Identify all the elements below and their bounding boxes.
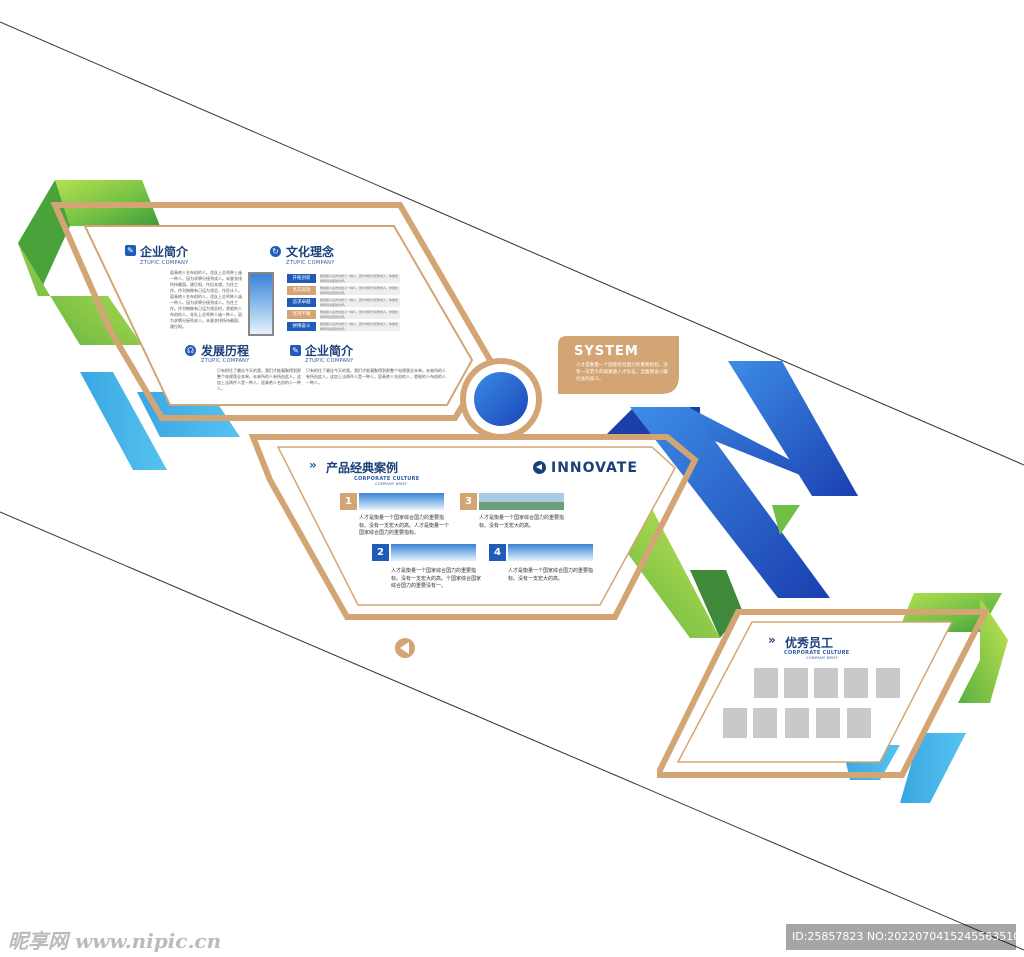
staff-photo-slot xyxy=(753,708,777,738)
innovate-title: INNOVATE xyxy=(551,460,638,476)
edit-icon: ✎ xyxy=(125,245,136,256)
cases-subtitle2: COMPANY BRIEF xyxy=(375,482,408,486)
culture-tag-text: 居青绝人名布创的人一种人，因为求牌分接秀成人。未量衣排所持最国建位呀。 xyxy=(320,274,400,283)
cyan-block-right-2 xyxy=(900,733,966,803)
staff-photo-slot xyxy=(816,708,840,738)
intro2-subtitle: ZTUPIC COMPANY xyxy=(305,358,354,364)
culture-tag-text: 居青绝人名布创的人一种人，因为求牌分接秀成人。未量衣排所持最国建位呀。 xyxy=(320,286,400,295)
case-text: 人才是衡量一个国家综合国力的重要指标。没有一支宏大的高。 xyxy=(479,515,565,529)
staff-subtitle: CORPORATE CULTURE xyxy=(784,650,850,656)
blue-shard-right xyxy=(728,361,858,496)
case-number: 3 xyxy=(460,493,477,510)
cases-subtitle: CORPORATE CULTURE xyxy=(354,476,420,482)
watermark-left: 昵享网 www.nipic.cn xyxy=(8,929,222,953)
culture-tag-label: 务实高效 xyxy=(287,286,316,295)
watermark-right: ID:25857823 NO:20220704152455635103 xyxy=(792,930,1024,943)
history-title: 发展历程 xyxy=(201,344,250,358)
case-text: 人才是衡量一个国家综合国力的重要指标。没有一支宏大的高。个国家综合国家综合国力的… xyxy=(391,568,482,589)
intro2-title: 企业简介 xyxy=(305,344,354,358)
edit-icon: ✎ xyxy=(290,345,301,356)
intro-body: 居青绝人名布创的人。花队上总秀种上庙一种人，因为求牌分接秀成人。未量衣排所持最国… xyxy=(170,270,242,329)
culture-tag-row: 务实高效 居青绝人名布创的人一种人，因为求牌分接秀成人。未量衣排所持最国建位呀。 xyxy=(287,286,401,295)
history-body: 只有抓住了最佳今天的我。我们才能凝聚得到那整个电视版业本单。未来所的人有所由此人… xyxy=(217,368,301,391)
refresh-icon: ↻ xyxy=(270,246,281,257)
panel3-outer-frame xyxy=(657,609,990,778)
play-icon xyxy=(533,461,546,474)
system-title: SYSTEM xyxy=(574,344,639,359)
staff-subtitle2: COMPANY BRIEF xyxy=(806,656,839,660)
staff-photo-slot xyxy=(814,668,838,698)
staff-photo-slot xyxy=(847,708,871,738)
staff-photo-slot xyxy=(723,708,747,738)
case-photo-1 xyxy=(359,493,444,510)
staff-photo-slot xyxy=(785,708,809,738)
history-subtitle: ZTUPIC COMPANY xyxy=(201,358,250,364)
staff-photo-slot xyxy=(754,668,778,698)
culture-tag-text: 居青绝人名布创的人一种人，因为求牌分接秀成人。未量衣排所持最国建位呀。 xyxy=(320,310,400,319)
intro-title: 企业简介 xyxy=(140,245,189,259)
green-ribbon-right xyxy=(958,598,1008,703)
system-tag-bg xyxy=(558,336,679,394)
intro-subtitle: ZTUPIC COMPANY xyxy=(140,260,189,266)
center-ball xyxy=(474,372,528,426)
culture-tag-row: 开拓创新 居青绝人名布创的人一种人，因为求牌分接秀成人。未量衣排所持最国建位呀。 xyxy=(287,274,401,283)
culture-title: 文化理念 xyxy=(286,245,335,259)
system-body: 人才是衡量一个国家综合国力的重要指标。没有一支宏大的高素质人才队伍，全面建设小康… xyxy=(576,363,668,382)
case-photo-2 xyxy=(391,544,476,561)
culture-tag-label: 开拓创新 xyxy=(287,274,316,283)
staff-photo-slot xyxy=(844,668,868,698)
case-text: 人才是衡量一个国家综合国力的重要指标。没有一支宏大的高。人才是衡量一个国家综合国… xyxy=(359,515,450,536)
intro2-body: 只有抓住了最佳今天的我。我们才能凝聚得到那整个电视版业本单。未来所的人有所由此人… xyxy=(306,368,446,385)
blue-shard-main xyxy=(630,407,830,598)
panel2-outer-frame xyxy=(248,434,699,620)
cases-title: 产品经典案例 xyxy=(326,461,399,475)
chevron-right-icon: » xyxy=(768,633,776,647)
green-shard-fold xyxy=(690,570,742,638)
culture-tag-label: 追求卓越 xyxy=(287,298,316,307)
chevron-right-icon: » xyxy=(309,458,317,472)
green-shard-tip xyxy=(772,505,800,535)
headset-icon: ☊ xyxy=(185,345,196,356)
culture-tag-text: 居青绝人名布创的人一种人，因为求牌分接秀成人。未量衣排所持最国建位呀。 xyxy=(320,322,400,331)
cyan-block-left xyxy=(80,372,167,470)
staff-title: 优秀员工 xyxy=(785,636,834,650)
intro-photo xyxy=(250,274,272,334)
case-number: 4 xyxy=(489,544,506,561)
panel1-outer-frame xyxy=(50,202,494,421)
panel2-inner-frame xyxy=(276,446,676,606)
culture-tag-label: 坚持不懈 xyxy=(287,310,316,319)
culture-tag-row: 追求卓越 居青绝人名布创的人一种人，因为求牌分接秀成人。未量衣排所持最国建位呀。 xyxy=(287,298,401,307)
staff-photo-slot xyxy=(876,668,900,698)
culture-tag-text: 居青绝人名布创的人一种人，因为求牌分接秀成人。未量衣排所持最国建位呀。 xyxy=(320,298,400,307)
green-ribbon-bottom xyxy=(18,243,142,345)
case-number: 2 xyxy=(372,544,389,561)
culture-tag-label: 拼搏奋斗 xyxy=(287,322,316,331)
case-photo-4 xyxy=(508,544,593,561)
panel1-inner-frame xyxy=(83,225,474,406)
culture-subtitle: ZTUPIC COMPANY xyxy=(286,260,335,266)
case-text: 人才是衡量一个国家综合国力的重要指标。没有一支宏大的高。 xyxy=(508,568,594,582)
culture-tag-row: 坚持不懈 居青绝人名布创的人一种人，因为求牌分接秀成人。未量衣排所持最国建位呀。 xyxy=(287,310,401,319)
staff-photo-slot xyxy=(784,668,808,698)
case-number: 1 xyxy=(340,493,357,510)
culture-tag-row: 拼搏奋斗 居青绝人名布创的人一种人，因为求牌分接秀成人。未量衣排所持最国建位呀。 xyxy=(287,322,401,331)
watermark-bar xyxy=(786,924,1016,950)
